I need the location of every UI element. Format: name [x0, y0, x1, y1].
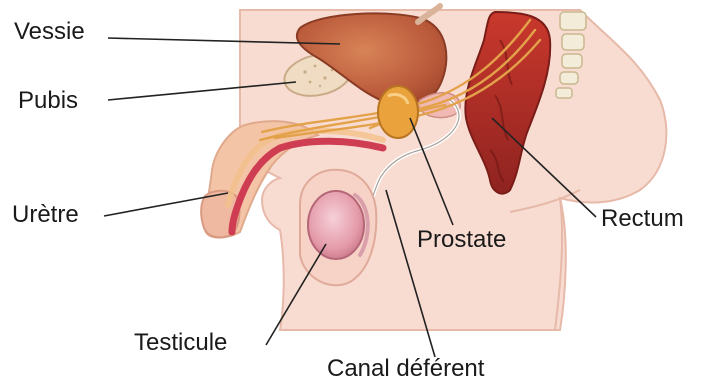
- label-testicule: Testicule: [134, 329, 227, 356]
- label-prostate: Prostate: [417, 226, 506, 253]
- testicle-shape: [308, 191, 364, 259]
- label-canal: Canal déférent: [327, 355, 485, 382]
- label-vessie: Vessie: [14, 18, 85, 45]
- label-pubis: Pubis: [18, 87, 78, 114]
- label-uretre: Urètre: [12, 201, 79, 228]
- label-rectum: Rectum: [601, 205, 684, 232]
